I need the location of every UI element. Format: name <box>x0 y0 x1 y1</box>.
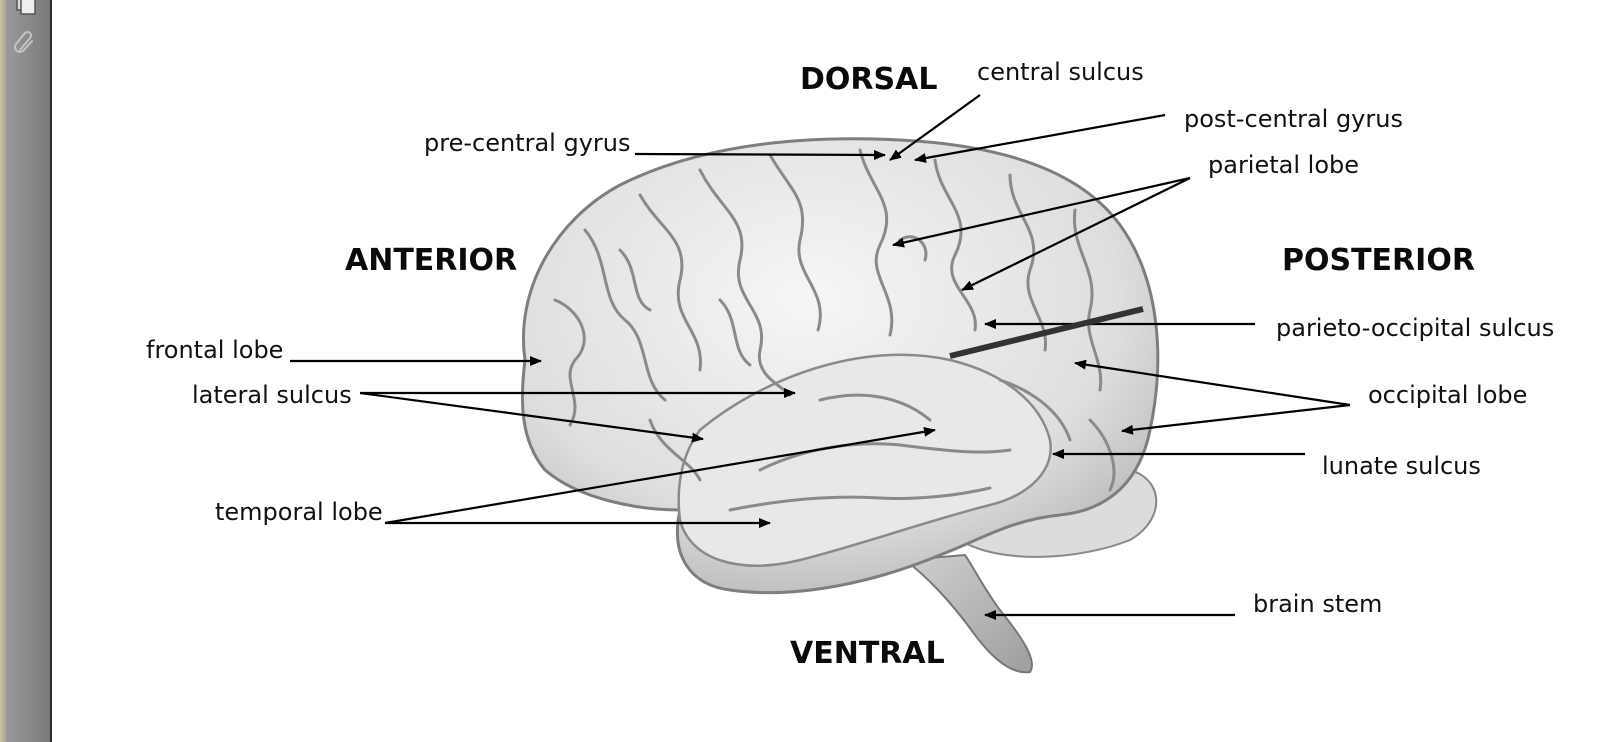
gyri-folds <box>553 148 1116 512</box>
pointer-lateral-sulcus-2 <box>359 391 704 443</box>
pointer-temporal-lobe-1 <box>384 426 936 525</box>
pointer-occipital-lobe-1 <box>1074 359 1351 407</box>
sulcus-marker-line <box>949 306 1144 359</box>
label-central-sulcus: central sulcus <box>977 58 1144 86</box>
brain-illustration <box>520 137 1160 674</box>
paperclip-icon[interactable] <box>12 30 38 56</box>
direction-anterior: ANTERIOR <box>345 243 517 278</box>
pages-icon[interactable] <box>12 0 38 16</box>
label-occipital-lobe: occipital lobe <box>1368 381 1527 409</box>
temporal-lobe-contour <box>677 353 1052 567</box>
brain-stem-shape <box>902 553 1033 674</box>
label-parieto-occipital-sulcus: parieto-occipital sulcus <box>1276 314 1554 342</box>
pointer-pre-central-gyrus <box>634 149 886 160</box>
direction-posterior: POSTERIOR <box>1282 243 1475 278</box>
pointer-post-central-gyrus <box>914 113 1166 163</box>
label-lateral-sulcus: lateral sulcus <box>192 381 352 409</box>
label-temporal-lobe: temporal lobe <box>215 498 383 526</box>
label-post-central-gyrus: post-central gyrus <box>1184 105 1403 133</box>
brain-diagram: DORSAL VENTRAL ANTERIOR POSTERIOR centra… <box>146 58 1554 674</box>
pointer-central-sulcus <box>889 94 981 161</box>
label-parietal-lobe: parietal lobe <box>1208 151 1359 179</box>
label-pre-central-gyrus: pre-central gyrus <box>424 129 630 157</box>
pointer-parietal-lobe-1 <box>892 176 1191 248</box>
label-brain-stem: brain stem <box>1253 590 1382 618</box>
label-frontal-lobe: frontal lobe <box>146 336 283 364</box>
direction-ventral: VENTRAL <box>790 636 945 671</box>
pointer-parietal-lobe-2 <box>961 177 1191 291</box>
sidebar-panel <box>6 0 50 742</box>
pointer-occipital-lobe-2 <box>1121 403 1351 435</box>
pointer-lines <box>290 94 1351 620</box>
label-lunate-sulcus: lunate sulcus <box>1322 452 1481 480</box>
direction-dorsal: DORSAL <box>800 62 937 97</box>
sidebar-edge <box>0 0 6 742</box>
viewer-sidebar <box>0 0 52 742</box>
